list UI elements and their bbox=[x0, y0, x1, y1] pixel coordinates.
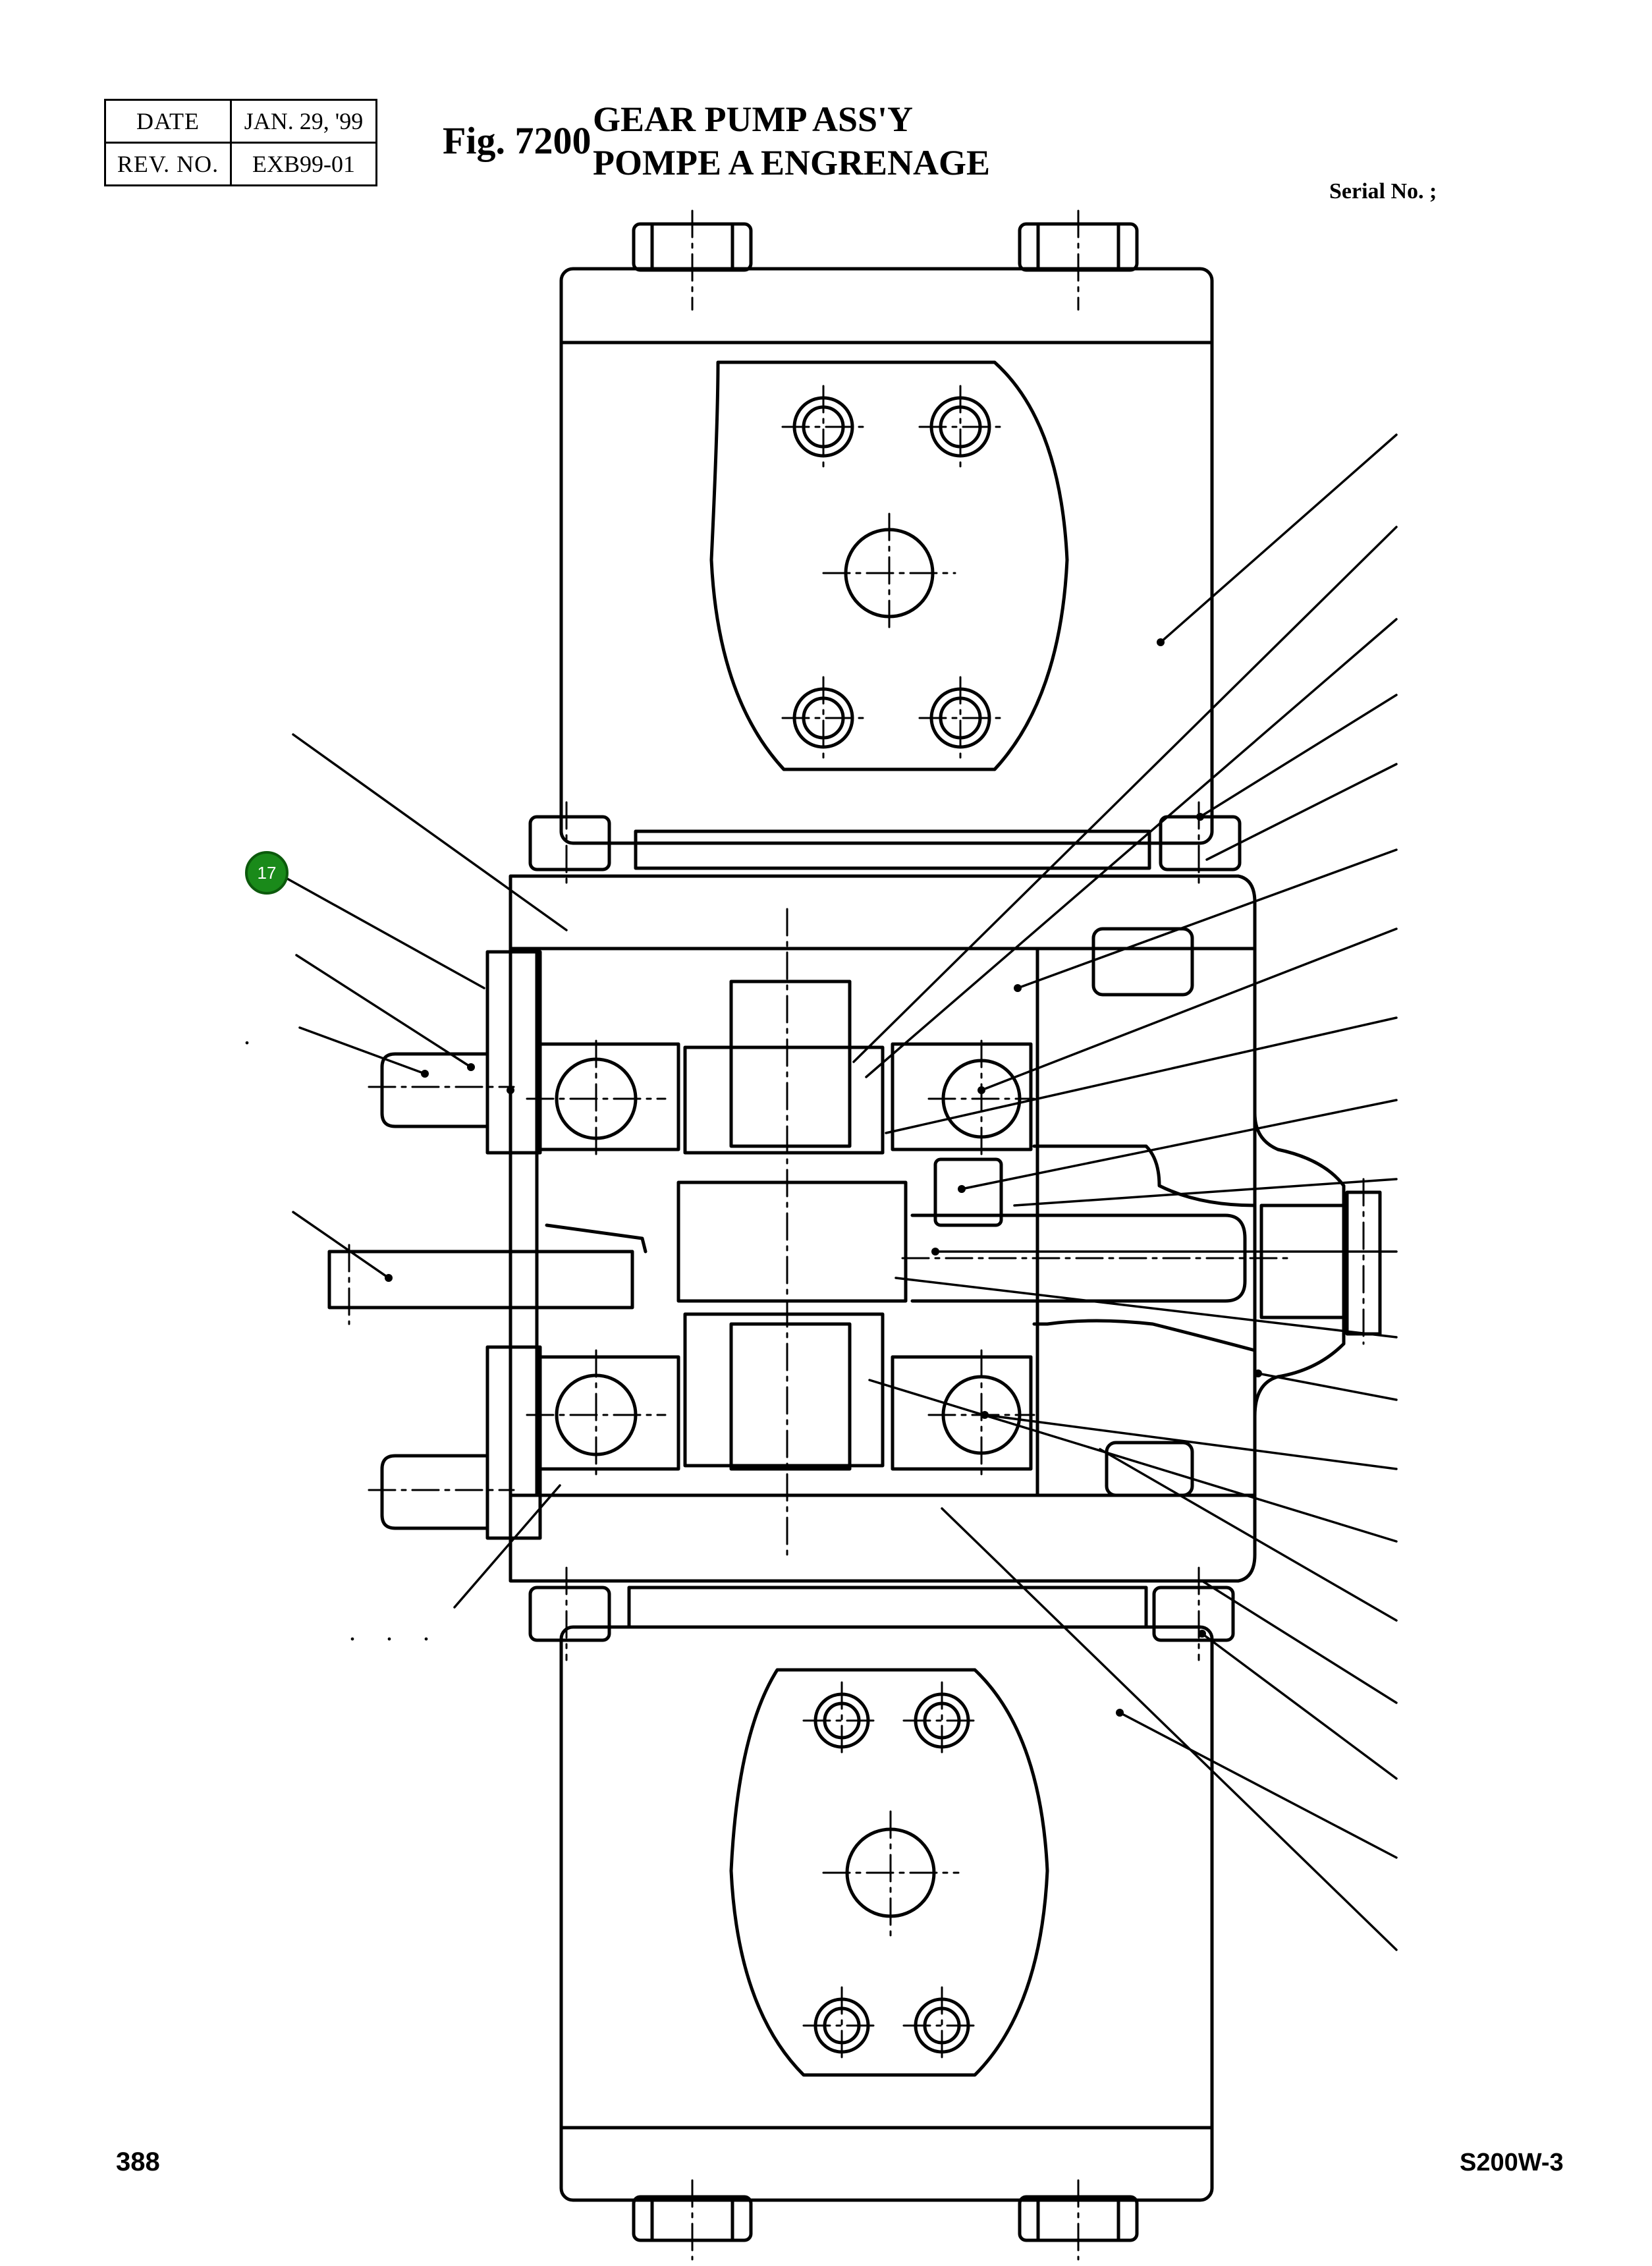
top-pump-body bbox=[559, 222, 1214, 845]
date-row: DATE JAN. 29, '99 bbox=[104, 99, 377, 144]
serial-label: Serial No. ; bbox=[1329, 179, 1437, 204]
section-bolt bbox=[528, 1586, 611, 1642]
rev-label: REV. NO. bbox=[104, 142, 232, 186]
bearing bbox=[538, 1042, 680, 1151]
top-pump-housing bbox=[559, 267, 1214, 845]
date-value: JAN. 29, '99 bbox=[230, 99, 377, 144]
rev-value: EXB99-01 bbox=[230, 142, 377, 186]
page-number: 388 bbox=[116, 2147, 160, 2176]
section-bolt bbox=[528, 815, 611, 871]
model-number: S200W-3 bbox=[1460, 2149, 1564, 2176]
figure-number: Fig. 7200 bbox=[443, 119, 592, 162]
title-french: POMPE A ENGRENAGE bbox=[593, 143, 991, 182]
rear-cover bbox=[509, 1493, 1257, 1583]
output-shaft bbox=[910, 1213, 1247, 1303]
date-label: DATE bbox=[104, 99, 232, 144]
figure-title: GEAR PUMP ASS'Y POMPE A ENGRENAGE bbox=[593, 97, 990, 184]
upper-shaft-stub bbox=[380, 1052, 489, 1128]
lower-gear bbox=[683, 1312, 885, 1468]
shaft-flange-top bbox=[485, 950, 542, 1155]
shaft-flange-bottom bbox=[485, 1345, 542, 1540]
bearing bbox=[891, 1042, 1033, 1151]
callout-badge-17[interactable]: 17 bbox=[245, 851, 289, 895]
leader-dots bbox=[385, 638, 1262, 1717]
lower-shaft-stub bbox=[380, 1454, 489, 1530]
bottom-pump-housing bbox=[559, 1625, 1214, 2202]
title-english: GEAR PUMP ASS'Y bbox=[593, 99, 914, 139]
middle-centerlines bbox=[348, 801, 1365, 1661]
top-port-flange bbox=[709, 360, 1069, 771]
bearing bbox=[891, 1355, 1033, 1471]
stray-mark-left: . bbox=[244, 1020, 250, 1050]
drive-shaft bbox=[327, 1250, 634, 1310]
middle-pump-section bbox=[327, 815, 1382, 1642]
bottom-port-flange bbox=[729, 1668, 1049, 2077]
leader-lines bbox=[275, 433, 1398, 1951]
upper-gear bbox=[683, 1045, 885, 1155]
bearing bbox=[538, 1355, 680, 1471]
bottom-pump-body bbox=[559, 1625, 1214, 2242]
bottom-centerlines bbox=[691, 1681, 1080, 2261]
front-cover bbox=[509, 874, 1257, 951]
top-centerlines bbox=[691, 209, 1080, 760]
central-shaft bbox=[676, 1180, 908, 1303]
stray-marks-bottom: . . . bbox=[349, 1617, 441, 1646]
rev-row: REV. NO. EXB99-01 bbox=[104, 142, 377, 186]
section-bolt bbox=[1152, 1586, 1235, 1642]
revision-table: DATE JAN. 29, '99 REV. NO. EXB99-01 bbox=[104, 99, 377, 186]
